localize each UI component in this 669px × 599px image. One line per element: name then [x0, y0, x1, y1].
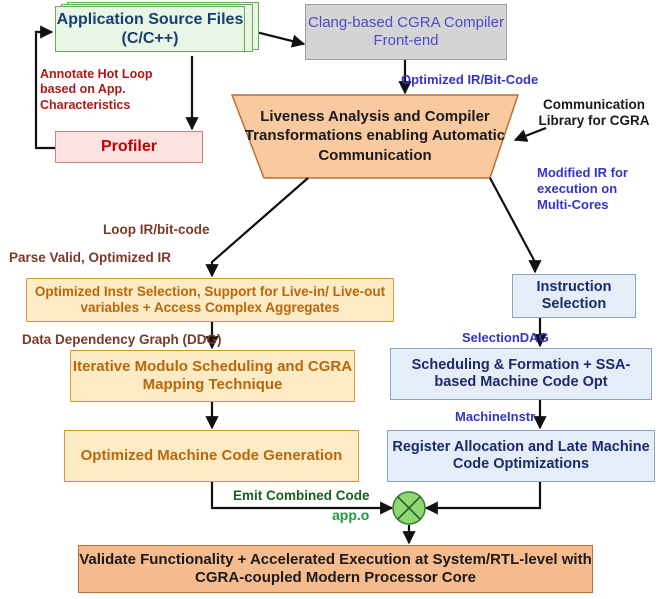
modified-ir-label: Modified IR for execution on Multi-Cores	[537, 165, 628, 212]
instruction-selection-label: Instruction Selection	[536, 278, 612, 312]
parse-valid-ir-label: Parse Valid, Optimized IR	[9, 250, 172, 265]
validate-functionality-label: Validate Functionality + Accelerated Exe…	[79, 551, 592, 586]
arrow-regalloc-to-node	[424, 482, 542, 515]
profiler-box: Profiler	[55, 131, 203, 163]
arrows	[34, 25, 547, 545]
source-files-box: Application Source Files (C/C++)	[55, 6, 245, 52]
communication-library-label: Communication Library for CGRA	[538, 97, 650, 129]
arrow-commlib-to-liveness	[513, 126, 547, 142]
arrow-liveness-to-left	[205, 177, 309, 278]
modulo-scheduling-box: Iterative Modulo Scheduling and CGRA Map…	[70, 350, 355, 402]
emit-combined-code-label: Emit Combined Code	[233, 488, 370, 503]
instruction-selection-box: Instruction Selection	[512, 274, 636, 318]
machine-instr-label: MachineInstr	[455, 409, 536, 424]
register-allocation-label: Register Allocation and Late Machine Cod…	[392, 438, 650, 472]
optimized-instr-selection-label: Optimized Instr Selection, Support for L…	[34, 283, 386, 315]
ddg-label: Data Dependency Graph (DDG)	[22, 332, 222, 347]
scheduling-formation-label: Scheduling & Formation + SSA-based Machi…	[411, 356, 631, 390]
scheduling-formation-box: Scheduling & Formation + SSA-based Machi…	[390, 348, 652, 400]
arrow-liveness-to-right	[489, 177, 542, 274]
optimized-ir-bitcode-label: Optimized IR/Bit-Code	[401, 72, 539, 87]
app-o-label: app.o	[332, 507, 370, 523]
optimized-machine-code-box: Optimized Machine Code Generation	[64, 430, 359, 482]
selection-dag-label: SelectionDAG	[462, 330, 549, 345]
source-files-label: Application Source Files (C/C++)	[56, 10, 244, 47]
arrow-profiler-to-src	[34, 25, 55, 150]
profiler-label: Profiler	[100, 138, 157, 156]
arrow-machcode-to-node	[210, 482, 394, 515]
annotate-hot-loop-note: Annotate Hot Loop based on App. Characte…	[40, 67, 153, 112]
optimized-instr-selection-box: Optimized Instr Selection, Support for L…	[26, 278, 394, 322]
clang-frontend-label: Clang-based CGRA Compiler Front-end	[308, 14, 504, 49]
loop-ir-label: Loop IR/bit-code	[103, 222, 210, 237]
validate-functionality-box: Validate Functionality + Accelerated Exe…	[78, 545, 593, 593]
modulo-scheduling-label: Iterative Modulo Scheduling and CGRA Map…	[72, 358, 353, 393]
clang-frontend-box: Clang-based CGRA Compiler Front-end	[305, 4, 507, 60]
liveness-analysis-label: Liveness Analysis and Compiler Transform…	[244, 107, 506, 164]
circle-x-icon	[392, 491, 426, 525]
optimized-machine-code-label: Optimized Machine Code Generation	[80, 447, 343, 464]
register-allocation-box: Register Allocation and Late Machine Cod…	[387, 430, 655, 482]
